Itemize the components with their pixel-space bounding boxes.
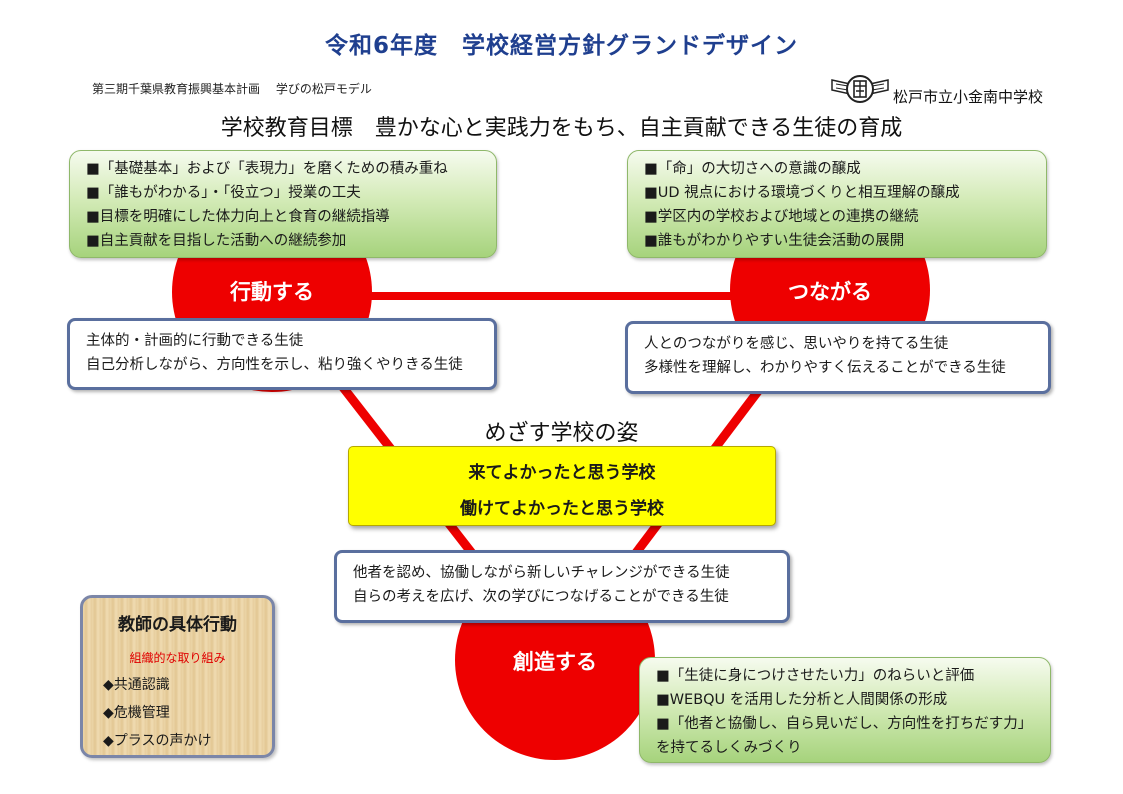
list-item: ■「他者と協働し、自ら見いだし、方向性を打ちだす力」 <box>656 716 1033 732</box>
list-item: ◆共通認識 <box>103 677 170 693</box>
create-measures-box: ■「生徒に身につけさせたい力」のねらいと評価 ■WEBQU を活用した分析と人間… <box>639 657 1051 763</box>
circle-label-action: 行動する <box>230 280 314 304</box>
list-item: ■自主貢献を目指した活動への継続参加 <box>86 233 347 249</box>
vision-line: 働けてよかったと思う学校 <box>460 499 664 519</box>
teacher-actions-box: 教師の具体行動 組織的な取り組み ◆共通認識 ◆危機管理 ◆プラスの声かけ <box>80 595 275 758</box>
list-item: ■「誰もがわかる」・「役立つ」授業の工夫 <box>86 185 361 201</box>
list-item: 自らの考えを広げ、次の学びにつなげることができる生徒 <box>353 589 729 605</box>
list-item: ■学区内の学校および地域との連携の継続 <box>644 209 919 225</box>
list-item: 他者を認め、協働しながら新しいチャレンジができる生徒 <box>353 565 730 581</box>
vision-line: 来てよかったと思う学校 <box>468 463 656 483</box>
action-student-box: 主体的・計画的に行動できる生徒 自己分析しながら、方向性を示し、粘り強くやりきる… <box>67 318 497 390</box>
school-emblem-icon <box>831 75 889 103</box>
list-item: ■WEBQU を活用した分析と人間関係の形成 <box>656 692 948 708</box>
list-item: ■誰もがわかりやすい生徒会活動の展開 <box>644 233 905 249</box>
list-item: ◆危機管理 <box>103 705 170 721</box>
vision-heading: めざす学校の姿 <box>484 421 639 446</box>
connect-measures-box: ■「命」の大切さへの意識の醸成 ■UD 視点における環境づくりと相互理解の醸成 … <box>627 150 1047 258</box>
list-item: ◆プラスの声かけ <box>103 733 212 749</box>
school-goal-text: 豊かな心と実践力をもち、自主貢献できる生徒の育成 <box>374 116 903 141</box>
vision-box: 来てよかったと思う学校 働けてよかったと思う学校 <box>348 446 776 526</box>
list-item: ■目標を明確にした体力向上と食育の継続指導 <box>86 209 390 225</box>
page-title: 令和6年度 学校経営方針グランドデザイン <box>324 33 798 59</box>
list-item: を持てるしくみづくり <box>656 740 802 756</box>
list-item: 多様性を理解し、わかりやすく伝えることができる生徒 <box>644 360 1006 376</box>
list-item: ■「基礎基本」および「表現力」を磨くための積み重ね <box>86 161 448 177</box>
list-item: ■UD 視点における環境づくりと相互理解の醸成 <box>644 185 960 201</box>
list-item: 人とのつながりを感じ、思いやりを持てる生徒 <box>644 336 949 352</box>
school-name: 松戸市立小金南中学校 <box>893 88 1044 106</box>
create-student-box: 他者を認め、協働しながら新しいチャレンジができる生徒 自らの考えを広げ、次の学び… <box>334 550 790 623</box>
list-item: ■「命」の大切さへの意識の醸成 <box>644 161 861 177</box>
school-goal-label: 学校教育目標 <box>220 116 353 141</box>
connect-student-box: 人とのつながりを感じ、思いやりを持てる生徒 多様性を理解し、わかりやすく伝えるこ… <box>625 321 1051 394</box>
teacher-actions-title: 教師の具体行動 <box>118 615 237 635</box>
school-goal: 学校教育目標豊かな心と実践力をもち、自主貢献できる生徒の育成 <box>0 110 1123 142</box>
list-item: 主体的・計画的に行動できる生徒 <box>86 333 304 349</box>
teacher-actions-subtitle: 組織的な取り組み <box>129 651 226 665</box>
circle-label-create: 創造する <box>513 650 597 674</box>
action-measures-box: ■「基礎基本」および「表現力」を磨くための積み重ね ■「誰もがわかる」・「役立つ… <box>69 150 497 258</box>
circle-label-connect: つながる <box>788 280 872 304</box>
list-item: ■「生徒に身につけさせたい力」のねらいと評価 <box>656 668 975 684</box>
list-item: 自己分析しながら、方向性を示し、粘り強くやりきる生徒 <box>86 357 463 373</box>
plan-subtitle: 第三期千葉県教育振興基本計画 学びの松戸モデル <box>92 82 372 96</box>
